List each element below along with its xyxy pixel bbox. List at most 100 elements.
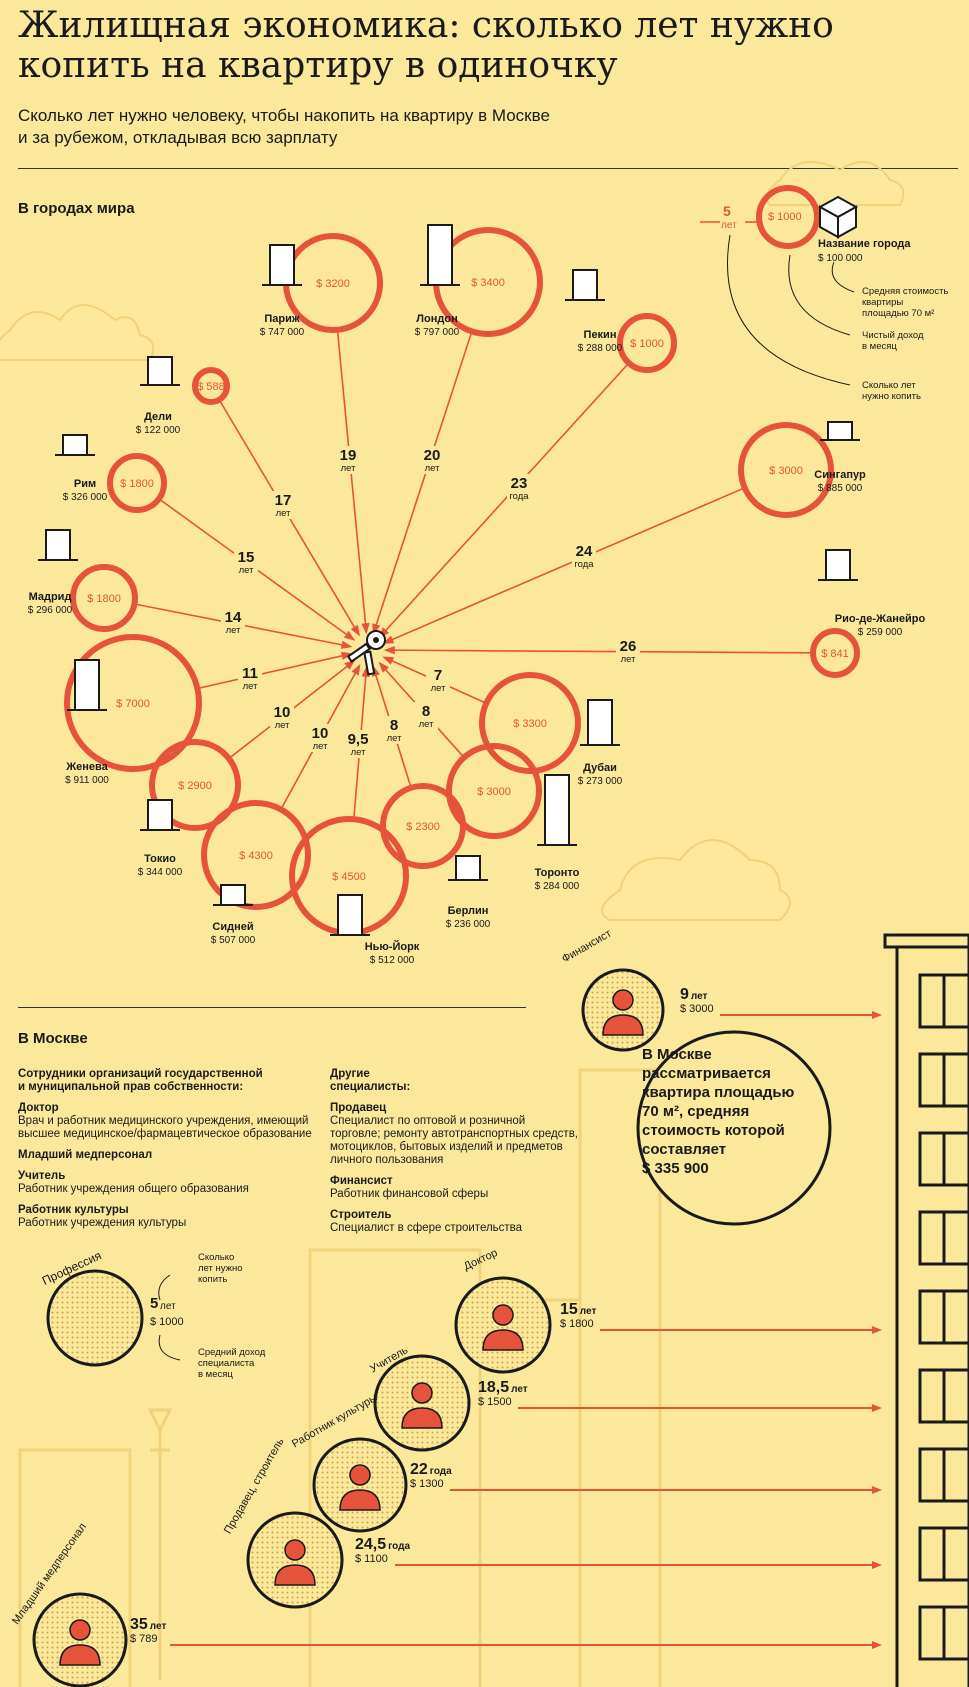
person-icon-head	[492, 1304, 514, 1326]
dubai-landmark-icon	[587, 699, 613, 746]
madrid-landmark-icon	[45, 529, 71, 561]
beijing-landmark-icon	[572, 269, 598, 301]
moscow-info-text: В Москве рассматривается квартира площад…	[642, 1045, 812, 1178]
person-icon-body	[59, 1644, 101, 1666]
arrow-head	[382, 635, 395, 644]
legend-prof-income: $ 1000	[150, 1316, 184, 1328]
person-icon-head	[349, 1464, 371, 1486]
world-map-graphic: $ 3200$ 3400$ 1000$ 588$ 1800$ 3000$ 180…	[0, 161, 925, 966]
profession-circle	[246, 1511, 344, 1609]
city-price: $ 885 000	[818, 483, 863, 494]
arrow-head	[378, 661, 389, 673]
year-value: 8	[390, 717, 398, 734]
profession-circle	[454, 1276, 552, 1374]
moscow-info-line-6: составляет	[642, 1141, 727, 1158]
moscow-info-line-3: квартира площадью	[642, 1084, 795, 1101]
profession-years-unit: года	[388, 1541, 411, 1552]
connection-line	[336, 329, 368, 633]
col2-desc-builder: Специалист в сфере строительства	[330, 1222, 523, 1234]
legend-note-price-3: площадью 70 м²	[862, 308, 935, 319]
year-label-bg	[234, 548, 258, 576]
moscow-heading: В Москве	[18, 1030, 88, 1047]
person-icon-body	[482, 1329, 524, 1351]
profession-name: Продавец, строитель	[222, 1436, 287, 1536]
world-legend	[700, 185, 859, 386]
year-unit: лет	[621, 654, 637, 665]
page-title: Жилищная экономика: сколько лет нужно ко…	[18, 6, 918, 86]
profession-years: 24,5	[355, 1536, 387, 1553]
paris-landmark-icon	[269, 244, 295, 286]
profession-circle	[32, 1592, 128, 1687]
city-name: Лондон	[416, 313, 457, 325]
profession-years-unit: лет	[149, 1621, 167, 1632]
legend-note-price: Средняя стоимость квартиры площадью 70 м…	[862, 286, 948, 319]
city-price: $ 512 000	[370, 955, 415, 966]
person-icon-head	[69, 1619, 91, 1641]
profession-arrow-head	[872, 1486, 882, 1494]
legend-note-price-2: квартиры	[862, 297, 904, 308]
legend-city-price: $ 100 000	[818, 253, 863, 264]
legend-prof-note-income: Средний доход специалиста в месяц	[198, 1347, 265, 1380]
moscow-column-2: Другие специалисты: Продавец Специалист …	[330, 1068, 610, 1235]
city-price: $ 122 000	[136, 425, 181, 436]
moscow-column-1: Сотрудники организаций государственной и…	[18, 1068, 318, 1230]
year-label-bg	[346, 730, 370, 758]
year-label-bg	[420, 446, 444, 474]
profession-years-unit: года	[429, 1466, 452, 1477]
city-income: $ 3000	[477, 786, 511, 798]
connection-line	[384, 487, 745, 644]
profession-income: $ 1800	[560, 1318, 594, 1330]
col1-role-teacher: Учитель	[18, 1170, 66, 1182]
profession-income: $ 1300	[410, 1478, 444, 1490]
newyork-landmark-icon	[337, 894, 363, 936]
city-circle	[149, 739, 241, 831]
city-circle	[617, 313, 677, 373]
year-unit: лет	[425, 463, 441, 474]
city-price: $ 344 000	[138, 867, 183, 878]
year-label-bg	[308, 724, 332, 752]
city-circle	[738, 422, 834, 518]
subtitle-line-2: и за рубежом, откладывая всю зарплату	[18, 128, 338, 147]
city-income: $ 588	[197, 381, 225, 393]
city-circle	[810, 628, 860, 678]
year-labels: 19лет20лет23года17лет15лет24года14лет26л…	[221, 446, 640, 758]
year-unit: лет	[431, 683, 447, 694]
year-value: 19	[340, 447, 357, 464]
arrow-head	[344, 659, 356, 670]
city-name: Сингапур	[814, 469, 866, 481]
year-value: 26	[620, 638, 637, 655]
profession-income: $ 1500	[478, 1396, 512, 1408]
year-label-bg	[616, 637, 640, 665]
year-label-bg	[336, 446, 360, 474]
profession-circle	[312, 1437, 408, 1533]
year-label-bg	[572, 542, 596, 570]
building-window	[918, 1131, 969, 1187]
city-name: Пекин	[584, 329, 617, 341]
city-price: $ 911 000	[65, 775, 109, 786]
profession-years: 9	[680, 986, 689, 1003]
toronto-landmark-icon	[544, 774, 570, 846]
city-name: Женева	[65, 761, 108, 773]
profession-years: 15	[560, 1301, 578, 1318]
year-label-bg	[221, 608, 245, 636]
year-label-bg	[507, 474, 531, 502]
legend-profession-label: Профессия	[39, 1248, 104, 1288]
col2-desc-seller-3: мотоциклов, бытовых изделий и предметов	[330, 1141, 563, 1153]
year-unit: лет	[239, 565, 255, 576]
connection-line	[379, 362, 630, 638]
person-icon-head	[284, 1539, 306, 1561]
profession-years: 18,5	[478, 1379, 510, 1396]
city-income: $ 3000	[769, 465, 803, 477]
profession-arrow-head	[872, 1404, 882, 1412]
rio-landmark-icon	[825, 549, 851, 581]
year-value: 7	[434, 667, 442, 684]
col1-role-doctor: Доктор	[18, 1102, 59, 1114]
legend-prof-note-income-2: специалиста	[198, 1358, 255, 1369]
city-price: $ 236 000	[446, 919, 491, 930]
legend-note-price-1: Средняя стоимость	[862, 286, 949, 297]
key-icon	[346, 630, 386, 676]
year-unit: лет	[226, 625, 242, 636]
